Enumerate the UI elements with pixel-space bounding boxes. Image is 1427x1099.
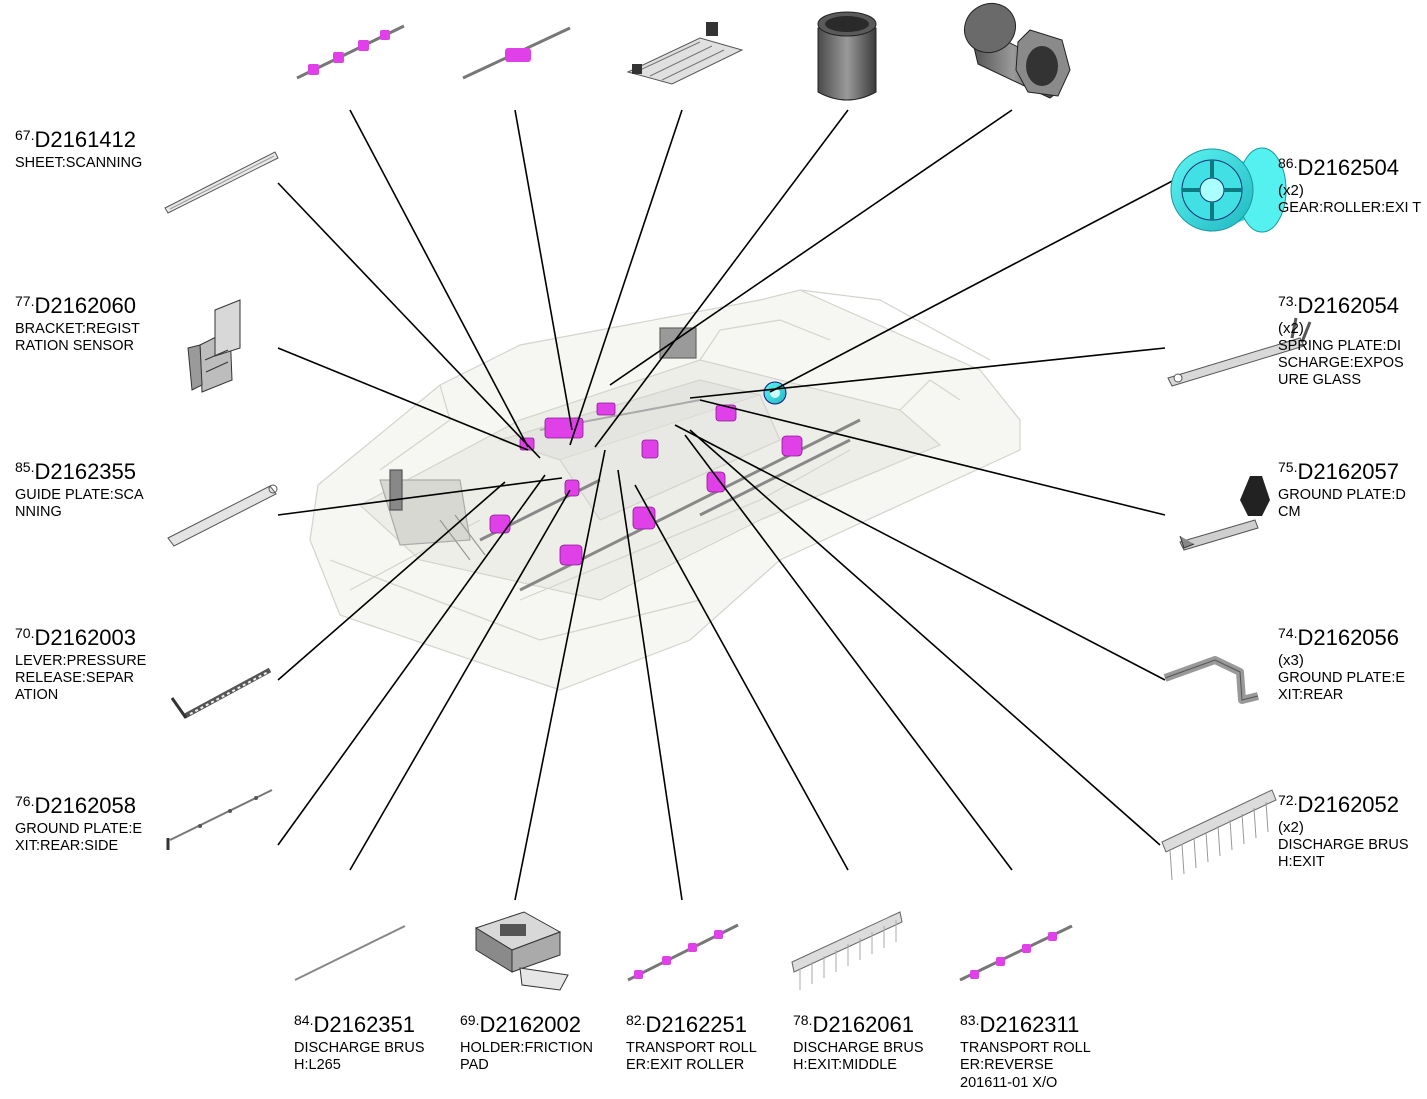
part-label-85: 85.D2162355 GUIDE PLATE:SCA NNING — [15, 459, 143, 520]
part-label-67: 67.D2161412 SHEET:SCANNING — [15, 127, 143, 171]
part-label-69: 69.D2162002 HOLDER:FRICTION PAD — [460, 1012, 593, 1073]
discharge-brush-middle-icon — [791, 911, 903, 990]
exit-gear-roller-icon — [1170, 147, 1287, 233]
ground-plate-dcm-icon — [1179, 476, 1270, 551]
roller-shaft-icon — [296, 24, 405, 80]
part-label-73: 73.D2162054 (x2) SPRING PLATE:DI SCHARGE… — [1278, 293, 1404, 388]
sleeve-small-icon — [817, 11, 877, 101]
spring-plate-icon — [1167, 317, 1312, 387]
reverse-roller-shaft-icon — [959, 924, 1073, 982]
part-label-82: 82.D2162251 TRANSPORT ROLL ER:EXIT ROLLE… — [626, 1012, 757, 1073]
guide-bracket-icon — [626, 22, 744, 85]
part-label-78: 78.D2162061 DISCHARGE BRUS H:EXIT:MIDDLE — [793, 1012, 924, 1073]
leader-lines — [277, 109, 1179, 901]
part-label-75: 75.D2162057 GROUND PLATE:D CM — [1278, 459, 1406, 520]
part-label-84: 84.D2162351 DISCHARGE BRUS H:L265 — [294, 1012, 425, 1073]
part-label-83: 83.D2162311 TRANSPORT ROLL ER:REVERSE 20… — [960, 1012, 1120, 1092]
guide-plate-icon — [167, 484, 278, 547]
registration-bracket-icon — [187, 299, 241, 393]
part-label-74: 74.D2162056 (x3) GROUND PLATE:E XIT:REAR — [1278, 625, 1406, 703]
discharge-brush-l265-icon — [294, 925, 406, 981]
part-label-76: 76.D2162058 GROUND PLATE:E XIT:REAR:SIDE — [15, 793, 143, 854]
friction-pad-holder-icon — [474, 911, 569, 991]
discharge-brush-exit-icon — [1161, 789, 1277, 881]
release-lever-icon — [170, 667, 272, 719]
scanning-sheet-icon — [164, 151, 279, 214]
exit-roller-shaft-icon — [627, 923, 739, 982]
ground-plate-rear-icon — [1163, 656, 1259, 704]
part-label-72: 72.D2162052 (x2) DISCHARGE BRUS H:EXIT — [1278, 792, 1409, 870]
part-label-86: 86.D2162504 (x2) GEAR:ROLLER:EXI T — [1278, 155, 1422, 216]
sleeve-large-icon — [963, 2, 1071, 99]
ground-plate-side-icon — [166, 789, 273, 850]
diagram-code: 201611-01 X/O — [960, 1075, 1058, 1091]
roller-shaft-icon — [462, 26, 571, 80]
part-label-77: 77.D2162060 BRACKET:REGIST RATION SENSOR — [15, 293, 140, 354]
part-label-70: 70.D2162003 LEVER:PRESSURE RELEASE:SEPAR… — [15, 625, 147, 703]
adf-assembly — [309, 289, 1021, 691]
